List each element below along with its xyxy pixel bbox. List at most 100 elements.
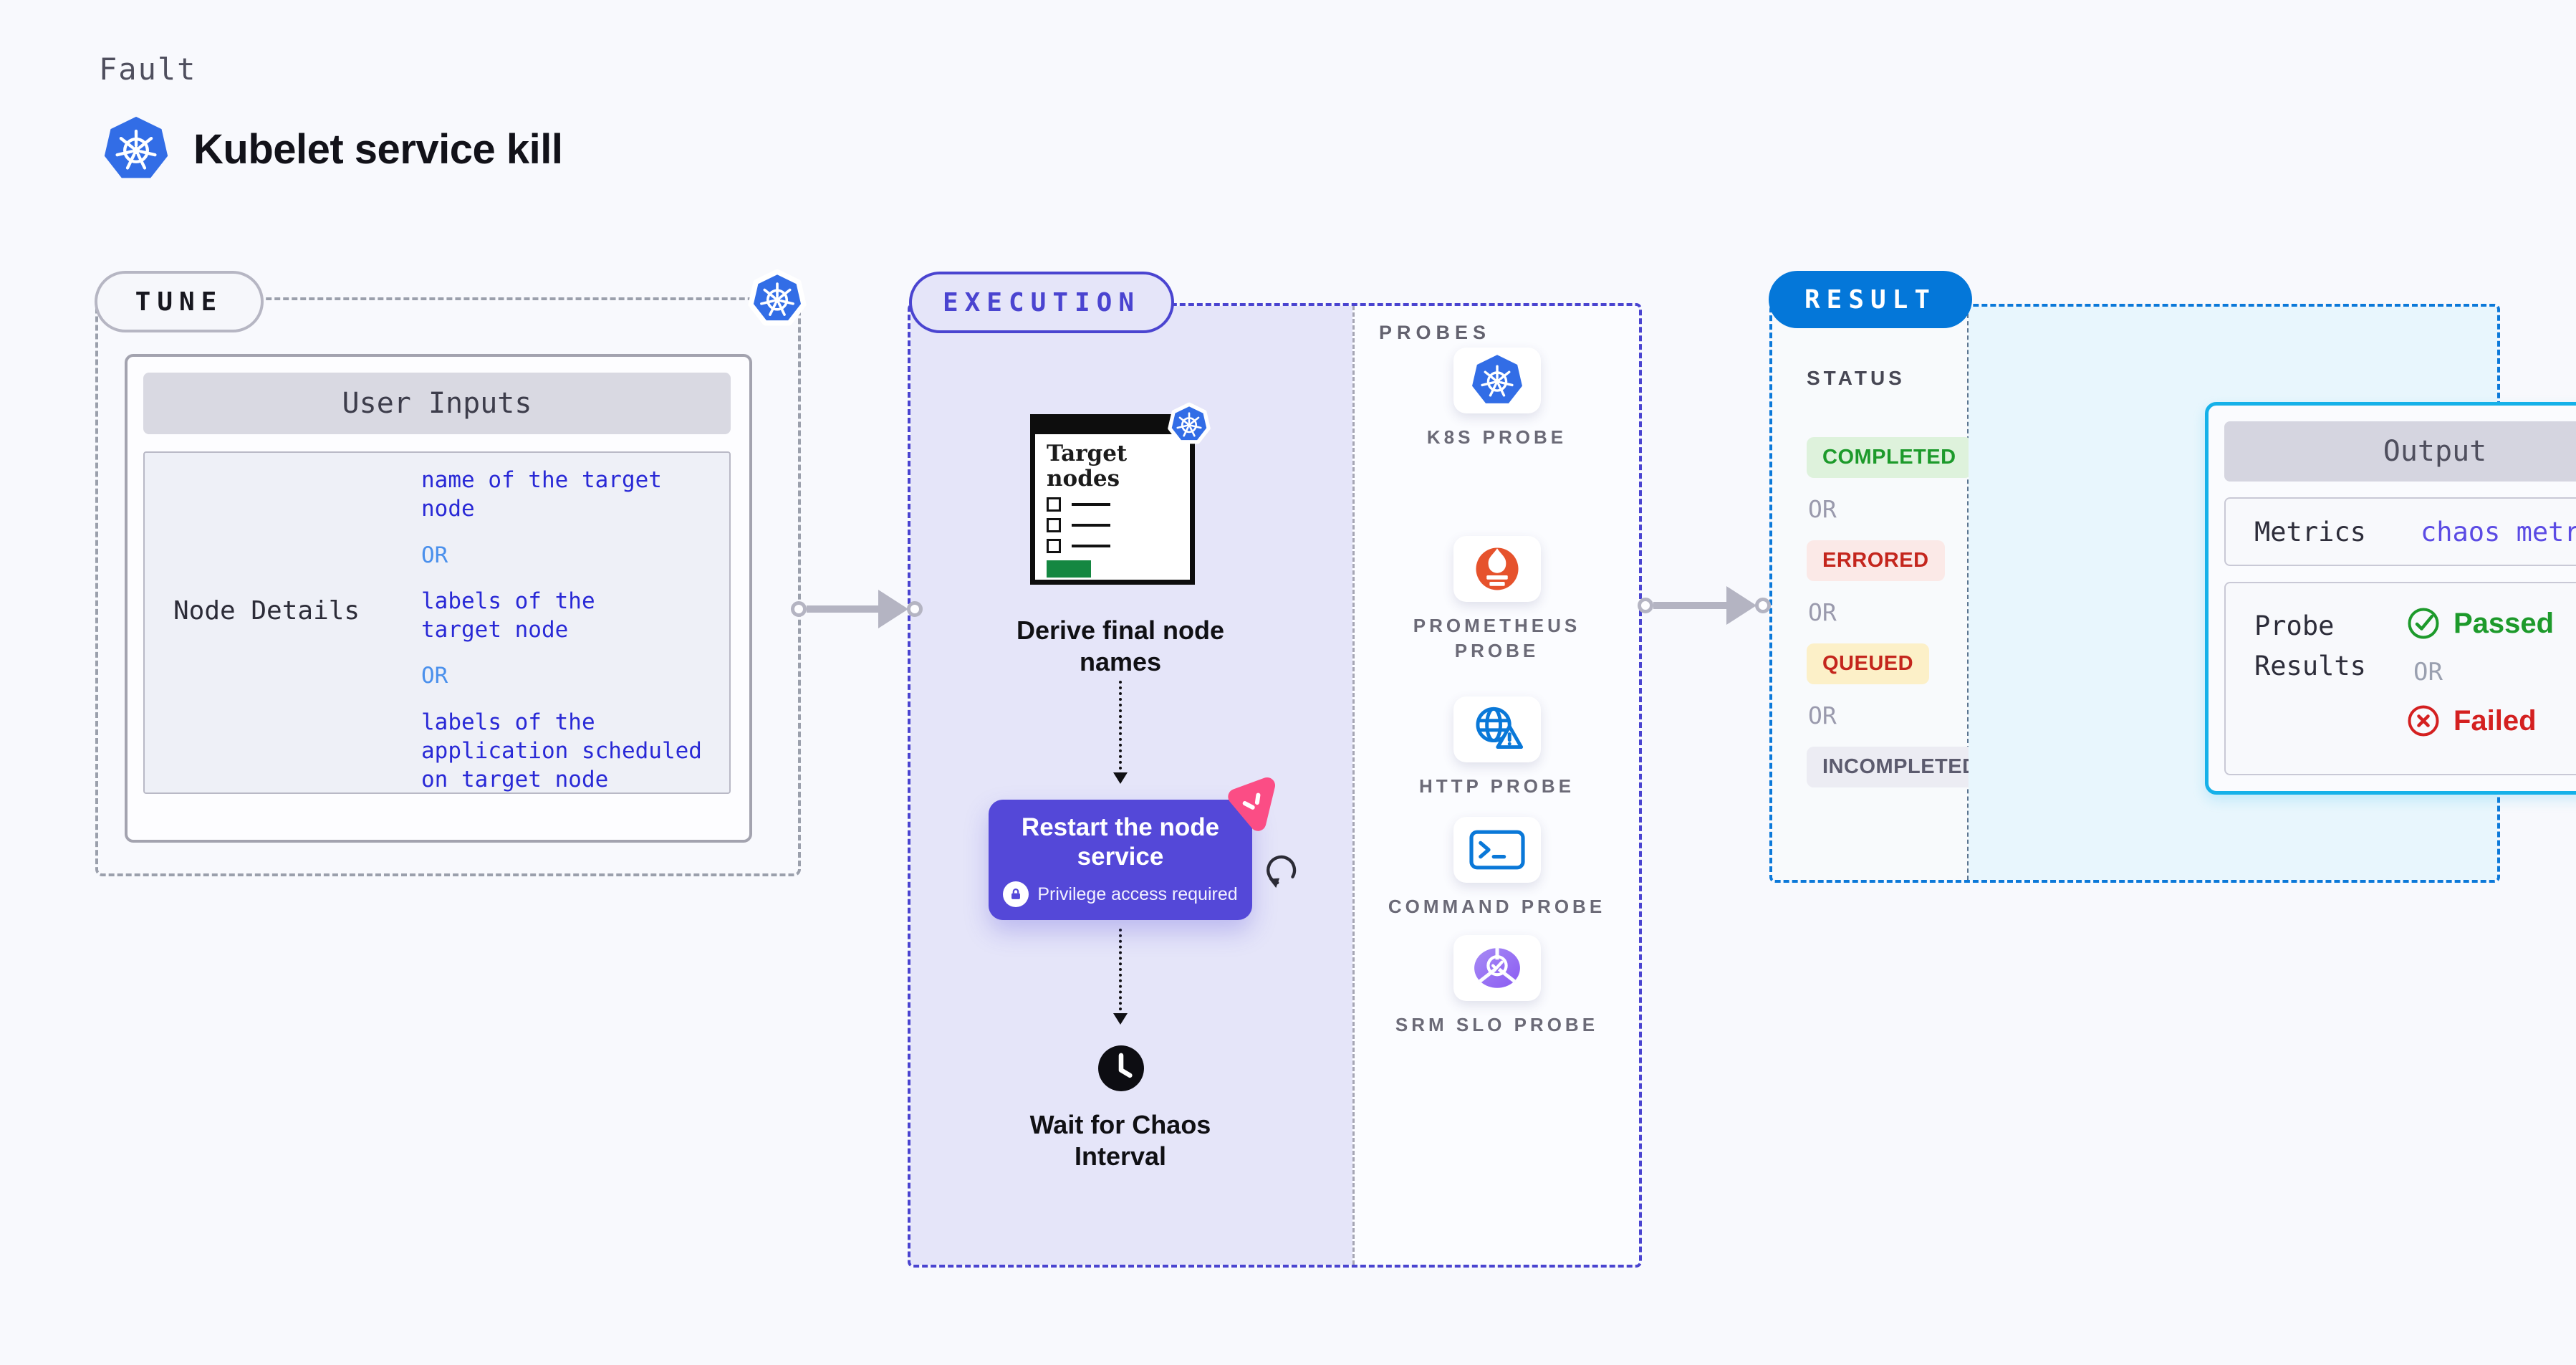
- or-separator: OR: [1808, 598, 1837, 626]
- restart-step-card: Restart the node service Privilege acces…: [989, 800, 1252, 920]
- user-inputs-card: User Inputs Node Details name of the tar…: [125, 354, 752, 843]
- terminal-icon: [1469, 829, 1526, 871]
- window-body: Target nodes: [1035, 434, 1190, 578]
- restart-step-title: Restart the node service: [1021, 813, 1220, 871]
- probe-label: COMMAND PROBE: [1388, 896, 1606, 917]
- kubernetes-icon: [102, 115, 170, 183]
- connector-dot: [791, 601, 807, 617]
- node-details-field: Node Details name of the target node OR …: [143, 451, 731, 794]
- option-app-labels: labels of the application scheduled on t…: [421, 709, 702, 793]
- tune-section: [95, 297, 801, 876]
- connector-dot: [1638, 598, 1653, 613]
- or-separator: OR: [1808, 701, 1837, 729]
- probe-item-http: HTTP PROBE: [1355, 696, 1639, 799]
- chaos-experiment-icon: [1218, 774, 1286, 842]
- or-separator: OR: [2413, 658, 2443, 686]
- clock-icon: [1092, 1039, 1150, 1098]
- status-badge-incompleted: INCOMPLETED: [1807, 747, 1994, 787]
- checkbox-icon: [1047, 539, 1061, 554]
- metrics-row: Metrics chaos metrics: [2224, 497, 2576, 566]
- metrics-label: Metrics: [2254, 516, 2366, 547]
- probe-label: SRM SLO PROBE: [1395, 1014, 1599, 1035]
- prometheus-icon: [1468, 540, 1527, 598]
- result-pill: RESULT: [1769, 271, 1972, 328]
- probe-icon-card: [1453, 536, 1541, 602]
- output-title: Output: [2224, 421, 2576, 482]
- retry-loop-icon: [1261, 850, 1302, 891]
- list-line: [1072, 545, 1110, 548]
- node-details-label: Node Details: [173, 596, 360, 626]
- arrow-head: [1726, 586, 1756, 625]
- kubernetes-icon: [1166, 401, 1213, 448]
- probe-results-label: Probe Results: [2254, 610, 2366, 681]
- flow-arrow-execution-to-result: [1638, 584, 1771, 627]
- connector-dot: [1755, 598, 1771, 613]
- probe-icon-card: [1453, 817, 1541, 883]
- lock-icon: [1003, 881, 1029, 908]
- flow-arrow-down: [1113, 929, 1128, 1025]
- target-nodes-window: Target nodes: [1030, 414, 1195, 585]
- passed-label: Passed: [2454, 607, 2555, 639]
- probe-label: PROMETHEUS PROBE: [1413, 615, 1581, 662]
- slo-pie-icon: [1467, 938, 1527, 998]
- node-details-options: name of the target node OR labels of the…: [421, 466, 729, 812]
- metrics-value-link: chaos metrics: [2420, 516, 2576, 547]
- kubernetes-icon: [1470, 353, 1524, 408]
- check-circle-icon: [2406, 606, 2441, 641]
- status-list: STATUS COMPLETED OR ERRORED OR QUEUED OR…: [1807, 367, 1994, 787]
- probe-item-prometheus: PROMETHEUS PROBE: [1355, 536, 1639, 664]
- privilege-note-text: Privilege access required: [1037, 883, 1238, 904]
- arrow-head: [878, 590, 908, 628]
- probe-results-row: Probe Results Passed OR Failed: [2224, 582, 2576, 775]
- output-card: Output Metrics chaos metrics Probe Resul…: [2205, 402, 2576, 795]
- probe-results-values: Passed OR Failed: [2406, 606, 2554, 774]
- node-checkbox-row: [1047, 497, 1180, 512]
- page-header: Kubelet service kill: [102, 115, 563, 183]
- arrow-shaft: [807, 605, 878, 613]
- probe-label: K8S PROBE: [1426, 426, 1567, 448]
- option-node-name: name of the target node: [421, 467, 662, 522]
- output-area: Output Metrics chaos metrics Probe Resul…: [1969, 307, 2576, 880]
- fault-kicker: Fault: [99, 52, 197, 87]
- failed-result: Failed: [2406, 704, 2554, 738]
- connector-dot: [907, 601, 923, 617]
- execution-section: PROBES K8S PROBE PROMETHEUS PROBE HTTP P…: [908, 303, 1642, 1268]
- status-badge-queued: QUEUED: [1807, 643, 1930, 684]
- probes-panel: PROBES K8S PROBE PROMETHEUS PROBE HTTP P…: [1352, 306, 1639, 1265]
- probe-item-command: COMMAND PROBE: [1355, 817, 1639, 919]
- list-line: [1072, 524, 1110, 527]
- x-circle-icon: [2406, 704, 2441, 738]
- probe-icon-card: [1453, 696, 1541, 762]
- or-separator: OR: [421, 542, 448, 568]
- window-title-bar: [1034, 418, 1191, 434]
- checkbox-icon: [1047, 497, 1061, 512]
- passed-result: Passed: [2406, 606, 2554, 641]
- privilege-note: Privilege access required: [1003, 881, 1238, 908]
- probe-icon-card: [1453, 935, 1541, 1001]
- target-nodes-title: Target nodes: [1047, 441, 1128, 492]
- probe-item-srm-slo: SRM SLO PROBE: [1355, 935, 1639, 1038]
- arrow-shaft: [1653, 602, 1726, 609]
- derive-step-label: Derive final node names: [1016, 616, 1225, 676]
- flow-arrow-down: [1113, 681, 1128, 784]
- status-column: STATUS COMPLETED OR ERRORED OR QUEUED OR…: [1772, 307, 1994, 880]
- option-node-labels: labels of the target node: [421, 588, 595, 643]
- status-badge-errored: ERRORED: [1807, 540, 1945, 581]
- globe-warning-icon: [1468, 700, 1527, 759]
- flow-arrow-tune-to-execution: [791, 588, 923, 631]
- probe-label: HTTP PROBE: [1418, 775, 1575, 797]
- node-checkbox-row: [1047, 539, 1180, 554]
- probes-title: PROBES: [1379, 322, 1491, 343]
- failed-label: Failed: [2454, 704, 2537, 737]
- tune-pill: TUNE: [95, 271, 264, 332]
- status-title: STATUS: [1807, 367, 1905, 389]
- or-separator: OR: [1808, 495, 1837, 523]
- kubernetes-icon: [745, 267, 809, 331]
- node-checkbox-row: [1047, 518, 1180, 533]
- execution-pill: EXECUTION: [909, 272, 1174, 333]
- wait-step-label: Wait for Chaos Interval: [1029, 1110, 1211, 1171]
- or-separator: OR: [421, 663, 448, 689]
- status-badge-completed: COMPLETED: [1807, 437, 1972, 478]
- user-inputs-title: User Inputs: [143, 373, 731, 434]
